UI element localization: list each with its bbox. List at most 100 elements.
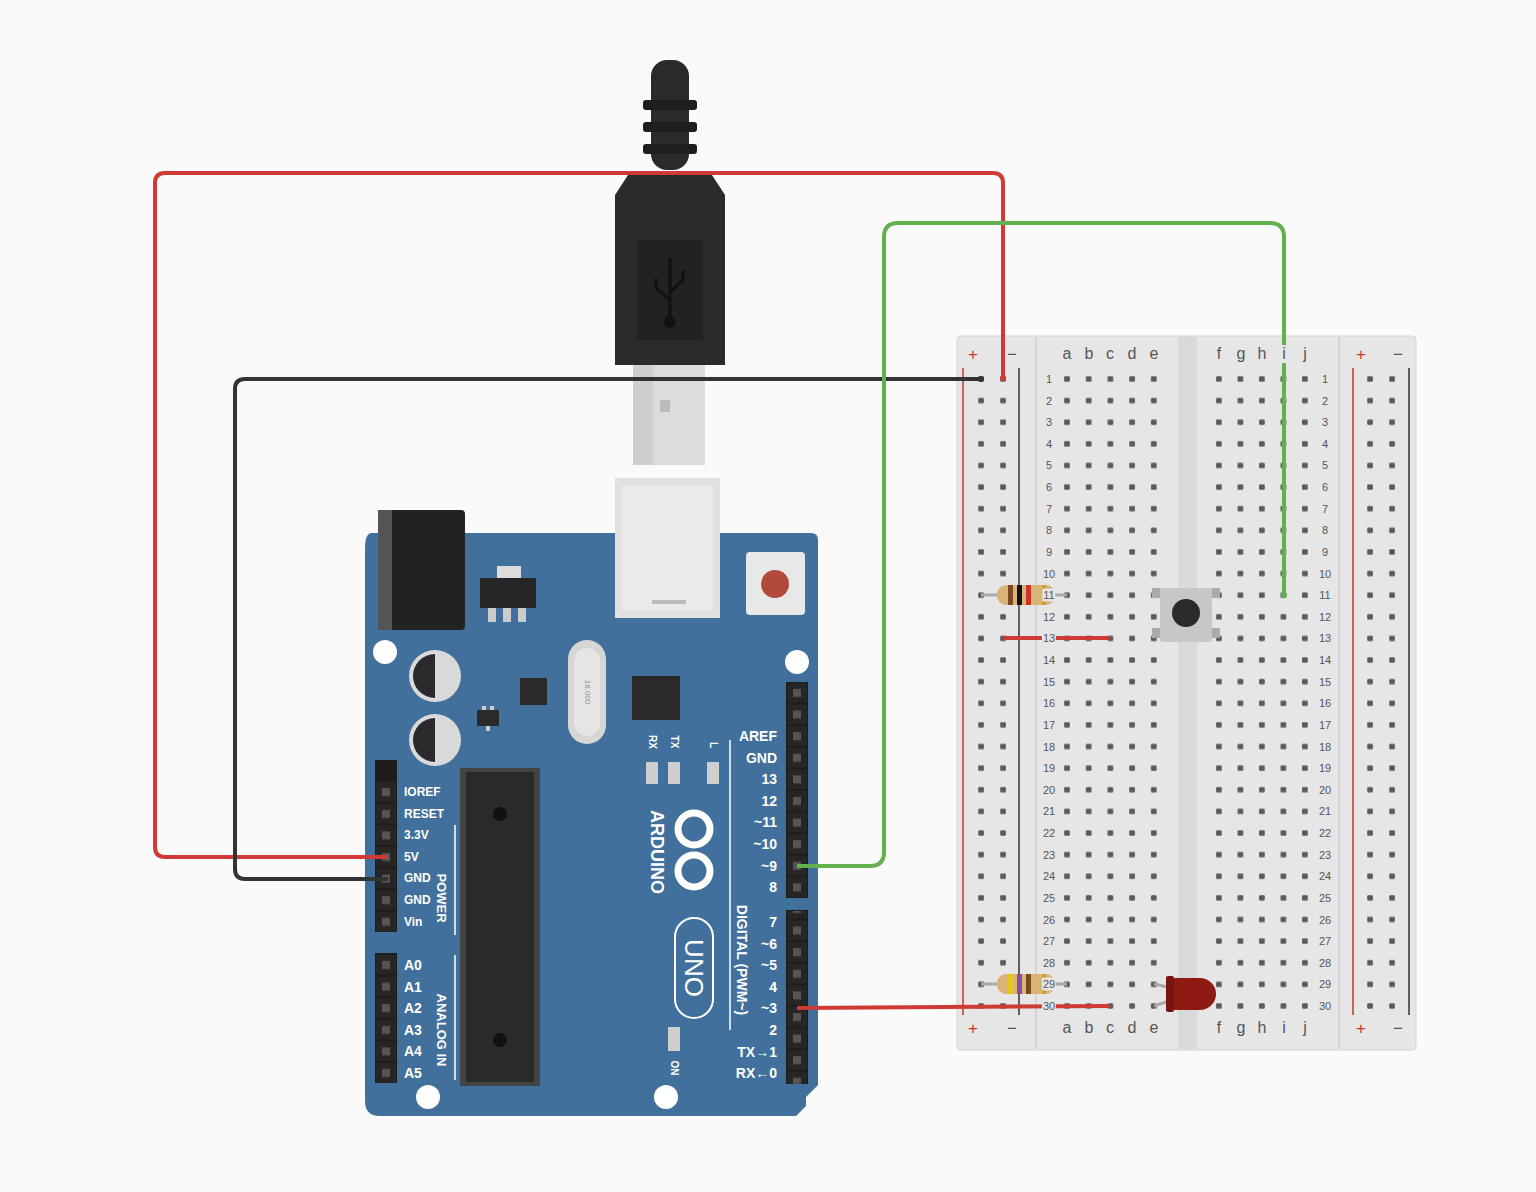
column-letter: f [1216, 1019, 1222, 1037]
wires [155, 173, 1284, 1008]
column-letter: g [1236, 345, 1247, 363]
column-letter: i [1281, 1019, 1287, 1037]
pin-label: 3.3V [404, 829, 429, 841]
pin-label: IOREF [404, 786, 441, 798]
row-number: 24 [1042, 870, 1056, 883]
pin-label: GND [404, 894, 431, 906]
led-label: ON [669, 1061, 679, 1076]
rail-sign: + [967, 1019, 979, 1038]
row-number: 23 [1318, 848, 1332, 861]
column-letter: e [1149, 1019, 1160, 1037]
row-number: 15 [1042, 675, 1056, 688]
row-number: 1 [1045, 373, 1053, 386]
breadboard [957, 336, 1416, 1050]
row-number: 9 [1321, 545, 1329, 558]
row-number: 25 [1042, 891, 1056, 904]
usb-cable [615, 60, 725, 465]
pin-label: RESET [404, 808, 444, 820]
column-letter: j [1302, 1019, 1308, 1037]
row-number: 11 [1042, 589, 1055, 602]
row-number: 30 [1318, 999, 1332, 1012]
led-label: L [708, 742, 718, 748]
pushbutton [1152, 588, 1220, 642]
column-letter: b [1084, 1019, 1095, 1037]
pin-label: A5 [404, 1066, 422, 1080]
row-number: 29 [1318, 978, 1332, 991]
row-number: 14 [1318, 654, 1332, 667]
row-number: 5 [1045, 459, 1053, 472]
row-number: 29 [1042, 978, 1056, 991]
pin-label: A4 [404, 1044, 422, 1058]
board-model: UNO [681, 939, 707, 997]
row-number: 28 [1318, 956, 1332, 969]
row-number: 19 [1042, 762, 1056, 775]
column-letter: b [1084, 345, 1095, 363]
pin-label: 7 [769, 915, 777, 929]
row-number: 30 [1042, 999, 1056, 1012]
row-number: 17 [1318, 718, 1332, 731]
row-number: 5 [1321, 459, 1329, 472]
pin-label: A1 [404, 980, 422, 994]
row-number: 7 [1321, 502, 1329, 515]
row-number: 16 [1318, 697, 1332, 710]
arduino-board [365, 478, 818, 1116]
row-number: 28 [1042, 956, 1056, 969]
pin-label: 5V [404, 851, 419, 863]
pin-label: ~5 [761, 958, 777, 972]
column-letter: i [1281, 345, 1287, 363]
rail-sign: − [1392, 1019, 1404, 1038]
column-letter: c [1105, 1019, 1115, 1037]
pin-label: Vin [404, 916, 422, 928]
row-number: 4 [1321, 437, 1329, 450]
row-number: 9 [1045, 545, 1053, 558]
column-letter: e [1149, 345, 1160, 363]
column-letter: f [1216, 345, 1222, 363]
row-number: 18 [1318, 740, 1332, 753]
row-number: 3 [1045, 416, 1053, 429]
pin-label: GND [404, 872, 431, 884]
row-number: 27 [1318, 935, 1332, 948]
row-number: 18 [1042, 740, 1056, 753]
row-number: 24 [1318, 870, 1332, 883]
row-number: 13 [1042, 632, 1056, 645]
rail-sign: − [1006, 345, 1018, 364]
pin-label: ~10 [753, 837, 777, 851]
resistor [981, 585, 1067, 605]
column-letter: a [1062, 345, 1073, 363]
rail-sign: + [1355, 345, 1367, 364]
column-letter: h [1257, 345, 1268, 363]
row-number: 21 [1318, 805, 1332, 818]
row-number: 17 [1042, 718, 1056, 731]
pin-label: AREF [739, 729, 777, 743]
pin-label: 4 [769, 980, 777, 994]
pin-label: 2 [769, 1023, 777, 1037]
row-number: 8 [1321, 524, 1329, 537]
row-number: 8 [1045, 524, 1053, 537]
header-label: POWER [435, 873, 448, 922]
pin-label: 8 [769, 880, 777, 894]
row-number: 2 [1045, 394, 1053, 407]
led [1154, 976, 1216, 1012]
pin-label: RX←0 [736, 1066, 777, 1080]
pin-label: A2 [404, 1001, 422, 1015]
row-number: 2 [1321, 394, 1329, 407]
column-letter: a [1062, 1019, 1073, 1037]
row-number: 23 [1042, 848, 1056, 861]
row-number: 26 [1318, 913, 1332, 926]
row-number: 27 [1042, 935, 1056, 948]
row-number: 20 [1318, 783, 1332, 796]
row-number: 14 [1042, 654, 1056, 667]
wire-ends [978, 375, 1287, 598]
row-number: 6 [1321, 481, 1329, 494]
crystal-marking: 16.000 [583, 680, 591, 704]
column-letter: d [1127, 345, 1138, 363]
row-number: 25 [1318, 891, 1332, 904]
column-letter: g [1236, 1019, 1247, 1037]
row-number: 22 [1318, 827, 1332, 840]
row-number: 12 [1042, 610, 1056, 623]
pin-label: ~3 [761, 1001, 777, 1015]
row-number: 7 [1045, 502, 1053, 515]
rail-sign: + [1355, 1019, 1367, 1038]
led-label: RX [647, 735, 657, 749]
